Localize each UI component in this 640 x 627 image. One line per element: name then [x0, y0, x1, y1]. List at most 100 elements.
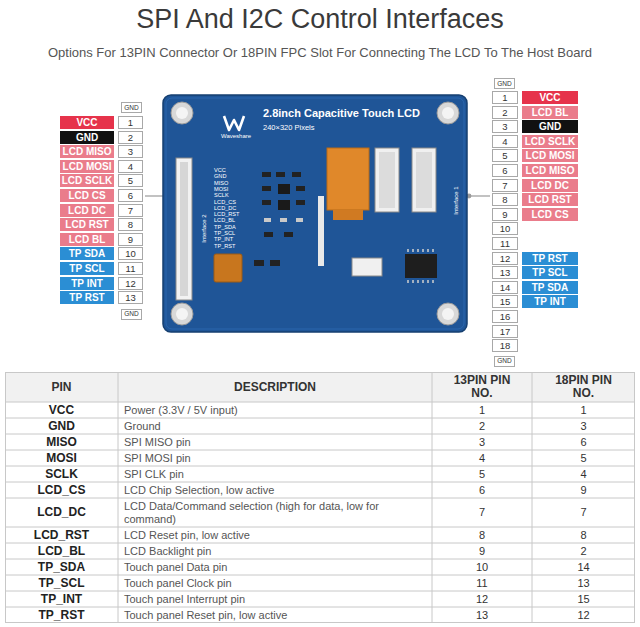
table-cell: MISO	[5, 434, 118, 450]
pin-label: LCD MISO	[522, 164, 578, 177]
table-cell: 8	[432, 527, 532, 543]
pin-number: 12	[118, 277, 143, 290]
table-cell: 13	[532, 575, 635, 591]
subtitle: Options For 13PIN Connector Or 18PIN FPC…	[0, 45, 640, 61]
leader-line	[469, 195, 490, 196]
lcd-board	[442, 308, 454, 320]
pin-number: 6	[492, 164, 518, 177]
lcd-board	[224, 116, 244, 130]
table-cell: Touch panel Reset pin, low active	[118, 607, 432, 623]
lcd-board	[327, 148, 369, 210]
table-cell: 6	[532, 434, 635, 450]
table-cell: Touch panel Clock pin	[118, 575, 432, 591]
table-cell: SPI MOSI pin	[118, 450, 432, 466]
lcd-board	[405, 254, 437, 278]
pin-label: LCD DC	[522, 179, 578, 192]
board-subtitle: 240×320 Pixels	[263, 123, 315, 132]
silkscreen-pin: SCLK	[214, 192, 229, 198]
table-cell: 7	[532, 498, 635, 527]
silkscreen-pin: LCD_CS	[214, 199, 236, 205]
pin-number: 14	[492, 281, 518, 294]
lcd-board	[379, 152, 395, 208]
pin-label: TP SDA	[60, 247, 114, 260]
table-cell: 10	[432, 559, 532, 575]
table-cell: 2	[432, 418, 532, 434]
lcd-board	[171, 102, 193, 124]
table-cell: Touch panel Interrupt pin	[118, 591, 432, 607]
connector-label: Interface 1	[453, 186, 460, 214]
pin-number: 7	[118, 204, 143, 217]
pin-number: 8	[492, 193, 518, 206]
table-cell: Ground	[118, 418, 432, 434]
silkscreen-pin: MISO	[214, 180, 228, 186]
table-cell: VCC	[5, 402, 118, 418]
pin-number: 18	[492, 339, 518, 352]
silkscreen-pin: MOSI	[214, 186, 228, 192]
lcd-board	[262, 186, 271, 191]
pin-label: TP INT	[60, 277, 114, 290]
table-cell: LCD Chip Selection, low active	[118, 482, 432, 498]
table-cell: 5	[532, 450, 635, 466]
pin-number: 13	[118, 291, 143, 304]
table-cell: Power (3.3V / 5V input)	[118, 402, 432, 418]
lcd-board	[352, 258, 382, 276]
lcd-board	[264, 218, 271, 222]
pin-number: 2	[118, 131, 143, 144]
pin-number: 8	[118, 218, 143, 231]
table-cell: 9	[432, 543, 532, 559]
pin-number: 3	[118, 145, 143, 158]
table-grid	[6, 373, 635, 623]
pin-label: TP RST	[522, 252, 578, 265]
table-cell: TP_SCL	[5, 575, 118, 591]
lcd-board	[214, 254, 242, 282]
pin-number: 10	[118, 247, 143, 260]
pin-number: 13	[492, 266, 518, 279]
table-cell: 4	[532, 466, 635, 482]
table-cell: 3	[432, 434, 532, 450]
pin-number: 16	[492, 310, 518, 323]
silkscreen-pin: TP_RST	[214, 243, 235, 249]
silkscreen-pin: LCD_RST	[214, 211, 240, 217]
pin-label: LCD DC	[60, 204, 114, 217]
table-cell: SCLK	[5, 466, 118, 482]
table-cell: LCD_DC	[5, 498, 118, 527]
table-cell: 15	[532, 591, 635, 607]
table-cell: MOSI	[5, 450, 118, 466]
lcd-board	[163, 95, 467, 332]
pin-label: LCD RST	[522, 193, 578, 206]
lcd-board	[171, 303, 193, 325]
connector-label: Interface 2	[201, 214, 208, 242]
pin-label: LCD MOSI	[522, 149, 578, 162]
pin-number: 1	[118, 116, 143, 129]
pin-label: VCC	[60, 116, 114, 129]
lcd-board	[442, 107, 454, 119]
table-grid	[5, 372, 635, 402]
pin-label: LCD RST	[60, 218, 114, 231]
table-cell: 1	[532, 402, 635, 418]
pin-number: 6	[118, 189, 143, 202]
lcd-board	[318, 196, 324, 266]
lcd-board	[166, 98, 464, 329]
pin-label: LCD MISO	[60, 145, 114, 158]
lcd-board	[416, 152, 432, 208]
pin-number: 4	[492, 135, 518, 148]
lcd-board	[412, 148, 436, 212]
pin-label: LCD SCLK	[60, 174, 114, 187]
table-cell: LCD Data/Command selection (high for dat…	[118, 498, 432, 527]
pin-number: 2	[492, 106, 518, 119]
lcd-board	[262, 172, 271, 177]
lcd-board	[296, 186, 305, 191]
lcd-board	[292, 172, 301, 177]
table-cell: LCD_RST	[5, 527, 118, 543]
pin-number: 17	[492, 325, 518, 338]
table-cell: 4	[432, 450, 532, 466]
board-title: 2.8inch Capacitive Touch LCD	[263, 107, 420, 120]
lcd-board	[270, 260, 280, 266]
table-cell: 13	[432, 607, 532, 623]
pin-label: GND	[60, 131, 114, 144]
table-cell: 7	[432, 498, 532, 527]
pin-number: 9	[118, 233, 143, 246]
silkscreen-pin: VCC	[214, 167, 226, 173]
table-cell: LCD Reset pin, low active	[118, 527, 432, 543]
